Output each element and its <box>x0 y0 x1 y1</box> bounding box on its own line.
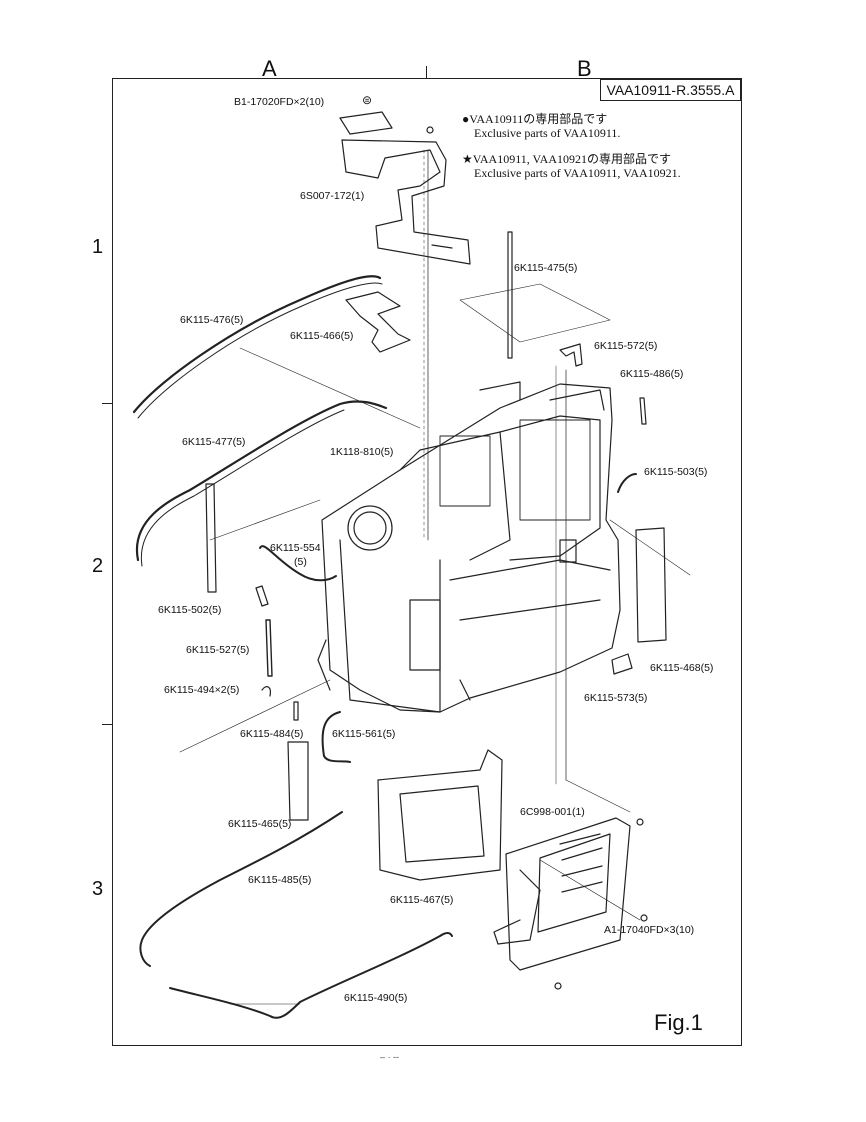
part-label-6k115-554-qty: (5) <box>294 556 307 568</box>
legend-jp-text: VAA10911の専用部品です <box>469 112 608 126</box>
part-label-1k118-810: 1K118-810(5) <box>330 446 394 458</box>
column-divider-tick <box>426 66 427 78</box>
star-icon: ★ <box>462 152 473 166</box>
part-label-6k115-486: 6K115-486(5) <box>620 368 684 380</box>
part-label-6k115-490: 6K115-490(5) <box>344 992 408 1004</box>
legend-en-text: Exclusive parts of VAA10911. <box>474 126 621 140</box>
flex-bracket-part <box>339 111 471 265</box>
part-label-6k115-484: 6K115-484(5) <box>240 728 304 740</box>
column-label-a: A <box>262 56 277 81</box>
rod-part <box>507 231 513 359</box>
part-label-6c998-001: 6C998-001(1) <box>520 806 585 818</box>
part-label-6k115-554: 6K115-554 <box>270 542 321 554</box>
legend-entry-1: ●VAA10911の専用部品です Exclusive parts of VAA1… <box>462 112 620 140</box>
column-label-b: B <box>577 56 592 81</box>
part-label-6k115-561: 6K115-561(5) <box>332 728 396 740</box>
part-label-flex-bracket: 6S007-172(1) <box>300 190 365 202</box>
legend-entry-2: ★VAA10911, VAA10921の専用部品です Exclusive par… <box>462 152 681 180</box>
shutter-unit-part <box>493 817 631 971</box>
row-divider-tick <box>102 403 112 404</box>
footer-scan-artifact: – · ‑‑ <box>380 1052 399 1062</box>
part-label-6k115-468: 6K115-468(5) <box>650 662 714 674</box>
part-label-6k115-527: 6K115-527(5) <box>186 644 250 656</box>
part-label-6k115-466: 6K115-466(5) <box>290 330 354 342</box>
legend-jp-text: VAA10911, VAA10921の専用部品です <box>472 152 672 166</box>
part-label-6k115-475: 6K115-475(5) <box>514 262 578 274</box>
document-id-box: VAA10911-R.3555.A <box>600 79 741 101</box>
part-label-6k115-477: 6K115-477(5) <box>182 436 246 448</box>
row-label-3: 3 <box>92 878 104 900</box>
row-divider-tick <box>102 724 112 725</box>
legend-en-text: Exclusive parts of VAA10911, VAA10921. <box>474 166 681 180</box>
part-label-6k115-465: 6K115-465(5) <box>228 818 292 830</box>
row-label-2: 2 <box>92 555 104 577</box>
camera-body-frame <box>317 381 621 713</box>
part-label-6k115-485: 6K115-485(5) <box>248 874 312 886</box>
part-label-6k115-573: 6K115-573(5) <box>584 692 648 704</box>
part-label-6k115-572: 6K115-572(5) <box>594 340 658 352</box>
row-label-1: 1 <box>92 236 104 258</box>
part-label-6k115-502: 6K115-502(5) <box>158 604 222 616</box>
part-label-6k115-476: 6K115-476(5) <box>180 314 244 326</box>
part-label-screw-b1: B1-17020FD×2(10) <box>234 96 325 108</box>
part-label-6k115-503: 6K115-503(5) <box>644 466 708 478</box>
part-label-6k115-467: 6K115-467(5) <box>390 894 454 906</box>
figure-label: Fig.1 <box>654 1010 703 1035</box>
part-label-6k115-494: 6K115-494×2(5) <box>164 684 240 696</box>
bullet-icon: ● <box>462 112 470 126</box>
screw-icon: ⊜ <box>362 93 373 107</box>
diagram-frame <box>112 78 742 1046</box>
part-label-screw-a1: A1-17040FD×3(10) <box>604 924 695 936</box>
